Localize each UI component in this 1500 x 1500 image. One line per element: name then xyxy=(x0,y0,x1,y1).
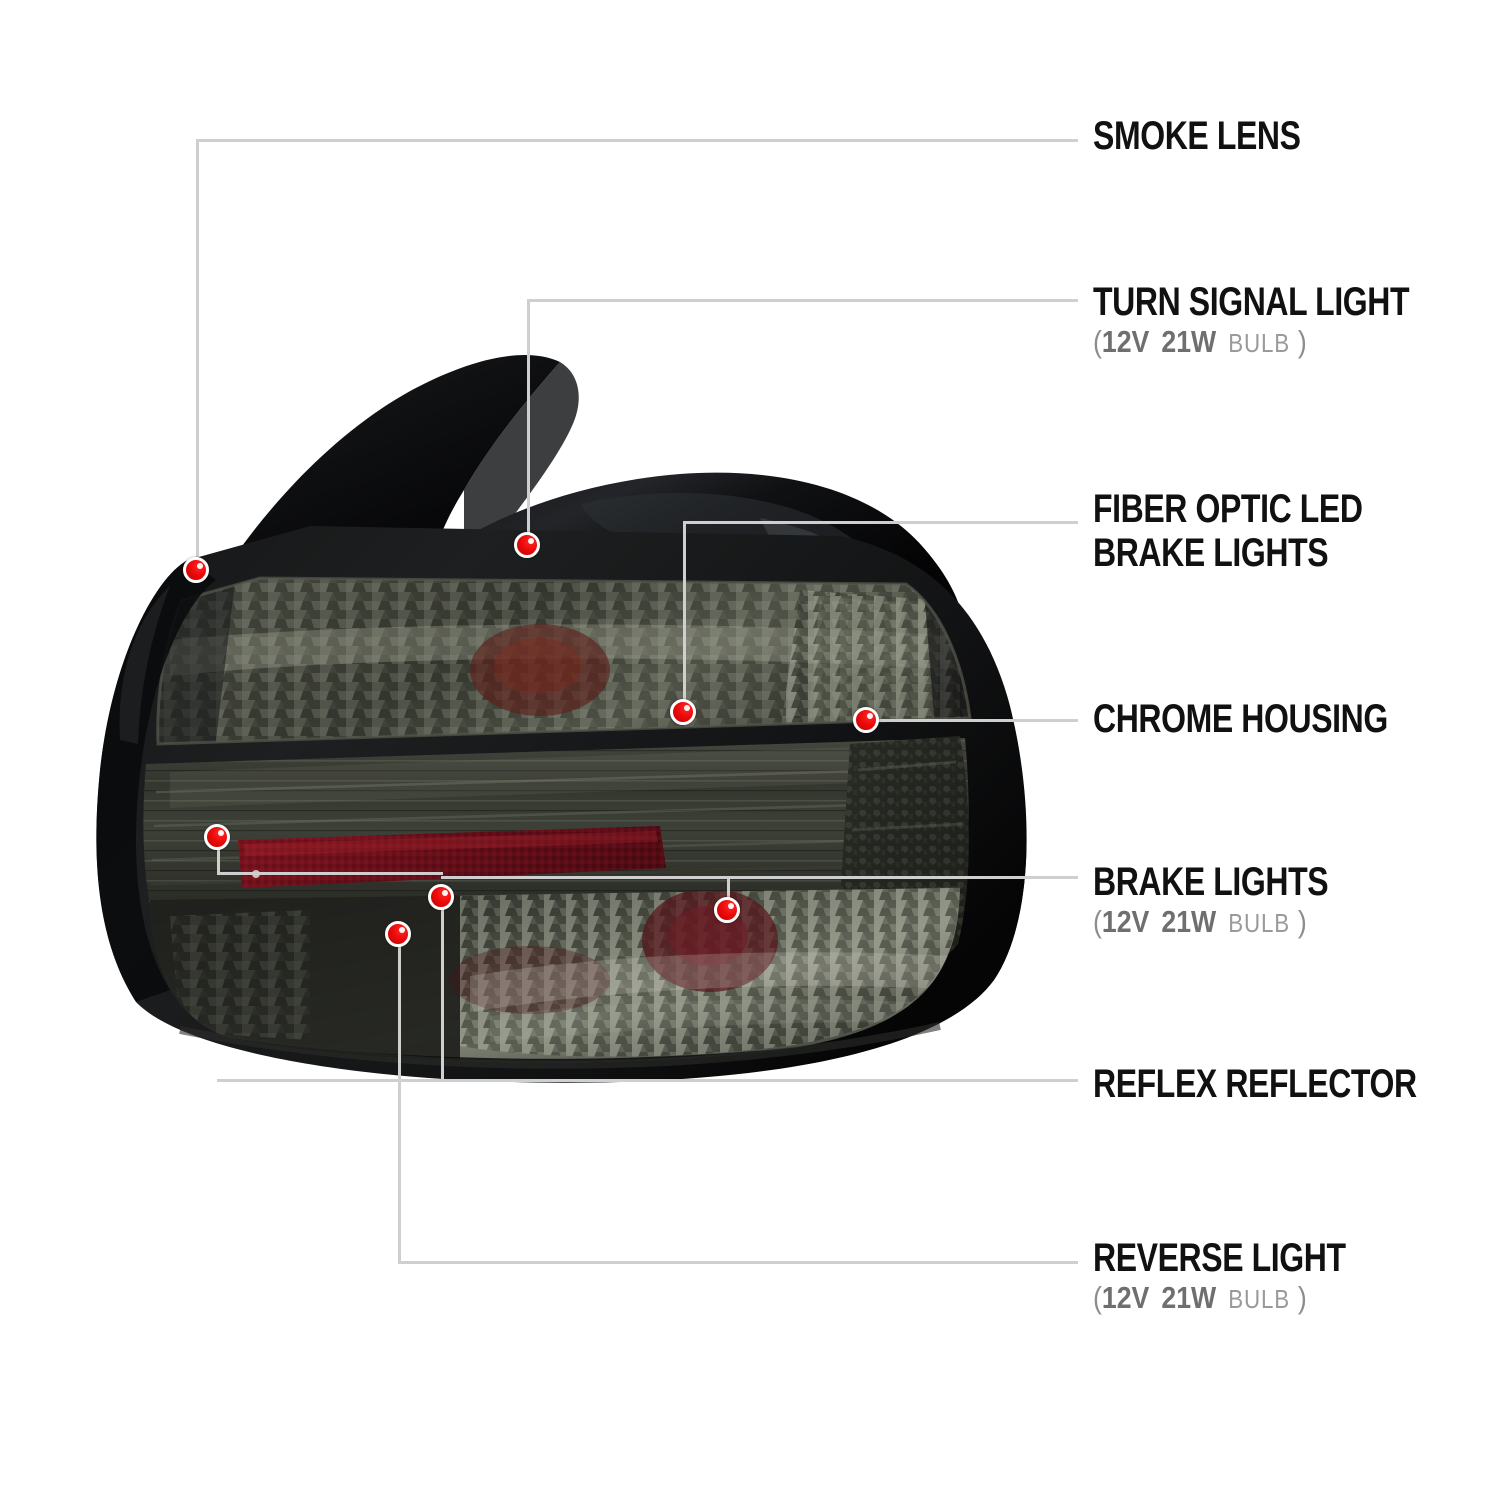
paren-close: ) xyxy=(1297,904,1307,939)
paren-close: ) xyxy=(1297,324,1307,359)
leader-line-reflex-reflector-h xyxy=(217,1079,1078,1082)
leader-line-reflex-reflector-v xyxy=(441,897,444,1080)
tail-light-product-image xyxy=(60,340,1060,1100)
callout-title-turn-signal-light: TURN SIGNAL LIGHT xyxy=(1093,280,1410,324)
leader-line-fiber-optic-v xyxy=(683,521,686,713)
spec-volts: 12V xyxy=(1101,324,1150,359)
callout-sub-reverse-light: ( 12V 21W BULB ) xyxy=(1093,1282,1365,1315)
spec-watts: 21W xyxy=(1161,904,1217,939)
callout-title-fiber-optic-line-2: BRAKE LIGHTS xyxy=(1093,531,1329,575)
spec-watts: 21W xyxy=(1161,1280,1217,1315)
leader-line-smoke-lens-h xyxy=(196,139,1078,142)
marker-fiber-optic-led[interactable] xyxy=(670,699,696,725)
leader-line-reverse-light-v xyxy=(398,934,401,1262)
marker-turn-signal-light[interactable] xyxy=(514,532,540,558)
marker-chrome-housing[interactable] xyxy=(853,707,879,733)
callout-title-reverse-light: REVERSE LIGHT xyxy=(1093,1236,1346,1280)
callout-brake-lights: BRAKE LIGHTS ( 12V 21W BULB ) xyxy=(1093,860,1387,939)
callout-title-smoke-lens: SMOKE LENS xyxy=(1093,114,1301,158)
leader-line-fiber-optic-h xyxy=(683,521,1078,524)
callout-title-chrome-housing: CHROME HOUSING xyxy=(1093,697,1388,741)
lamp-housing xyxy=(96,526,1027,1083)
lamp-top-fin xyxy=(220,355,560,578)
spec-bulb: BULB xyxy=(1228,1284,1291,1314)
callout-reverse-light: REVERSE LIGHT ( 12V 21W BULB ) xyxy=(1093,1236,1409,1315)
leader-line-turn-signal-h xyxy=(527,299,1078,302)
callout-title-reflex-reflector: REFLEX REFLECTOR xyxy=(1093,1062,1417,1106)
callout-reflex-reflector: REFLEX REFLECTOR xyxy=(1093,1062,1498,1106)
paren-open: ( xyxy=(1093,1280,1102,1315)
spec-bulb: BULB xyxy=(1228,328,1291,358)
marker-brake-lights-right[interactable] xyxy=(714,897,740,923)
paren-close: ) xyxy=(1297,1280,1307,1315)
callout-title-brake-lights: BRAKE LIGHTS xyxy=(1093,860,1329,904)
paren-open: ( xyxy=(1093,324,1102,359)
spec-volts: 12V xyxy=(1101,904,1150,939)
callout-chrome-housing: CHROME HOUSING xyxy=(1093,697,1462,741)
spec-bulb: BULB xyxy=(1228,908,1291,938)
marker-reflex-reflector[interactable] xyxy=(204,824,230,850)
spec-watts: 21W xyxy=(1161,324,1217,359)
leader-line-brake-lights-h xyxy=(441,876,1078,879)
callout-turn-signal-light: TURN SIGNAL LIGHT ( 12V 21W BULB ) xyxy=(1093,280,1488,359)
spec-volts: 12V xyxy=(1101,1280,1150,1315)
leader-line-brake-lights-v xyxy=(727,876,730,912)
leader-line-smoke-lens-v xyxy=(196,139,199,571)
leader-line-reverse-light-h xyxy=(398,1261,1078,1264)
paren-open: ( xyxy=(1093,904,1102,939)
leader-line-chrome-housing xyxy=(866,719,1078,722)
marker-brake-lights-left[interactable] xyxy=(428,884,454,910)
leader-line-reflex-reflector-stub-h xyxy=(217,872,443,875)
callout-sub-brake-lights: ( 12V 21W BULB ) xyxy=(1093,906,1346,939)
callout-sub-turn-signal-light: ( 12V 21W BULB ) xyxy=(1093,326,1433,359)
callout-fiber-optic-led-brake-lights: FIBER OPTIC LED BRAKE LIGHTS xyxy=(1093,487,1430,575)
callout-smoke-lens: SMOKE LENS xyxy=(1093,114,1352,158)
callout-title-fiber-optic-line-1: FIBER OPTIC LED xyxy=(1093,487,1363,531)
leader-line-turn-signal-v xyxy=(527,299,530,546)
leader-line-reflex-reflector-stub xyxy=(217,837,220,875)
marker-smoke-lens[interactable] xyxy=(183,557,209,583)
marker-reverse-light[interactable] xyxy=(385,921,411,947)
